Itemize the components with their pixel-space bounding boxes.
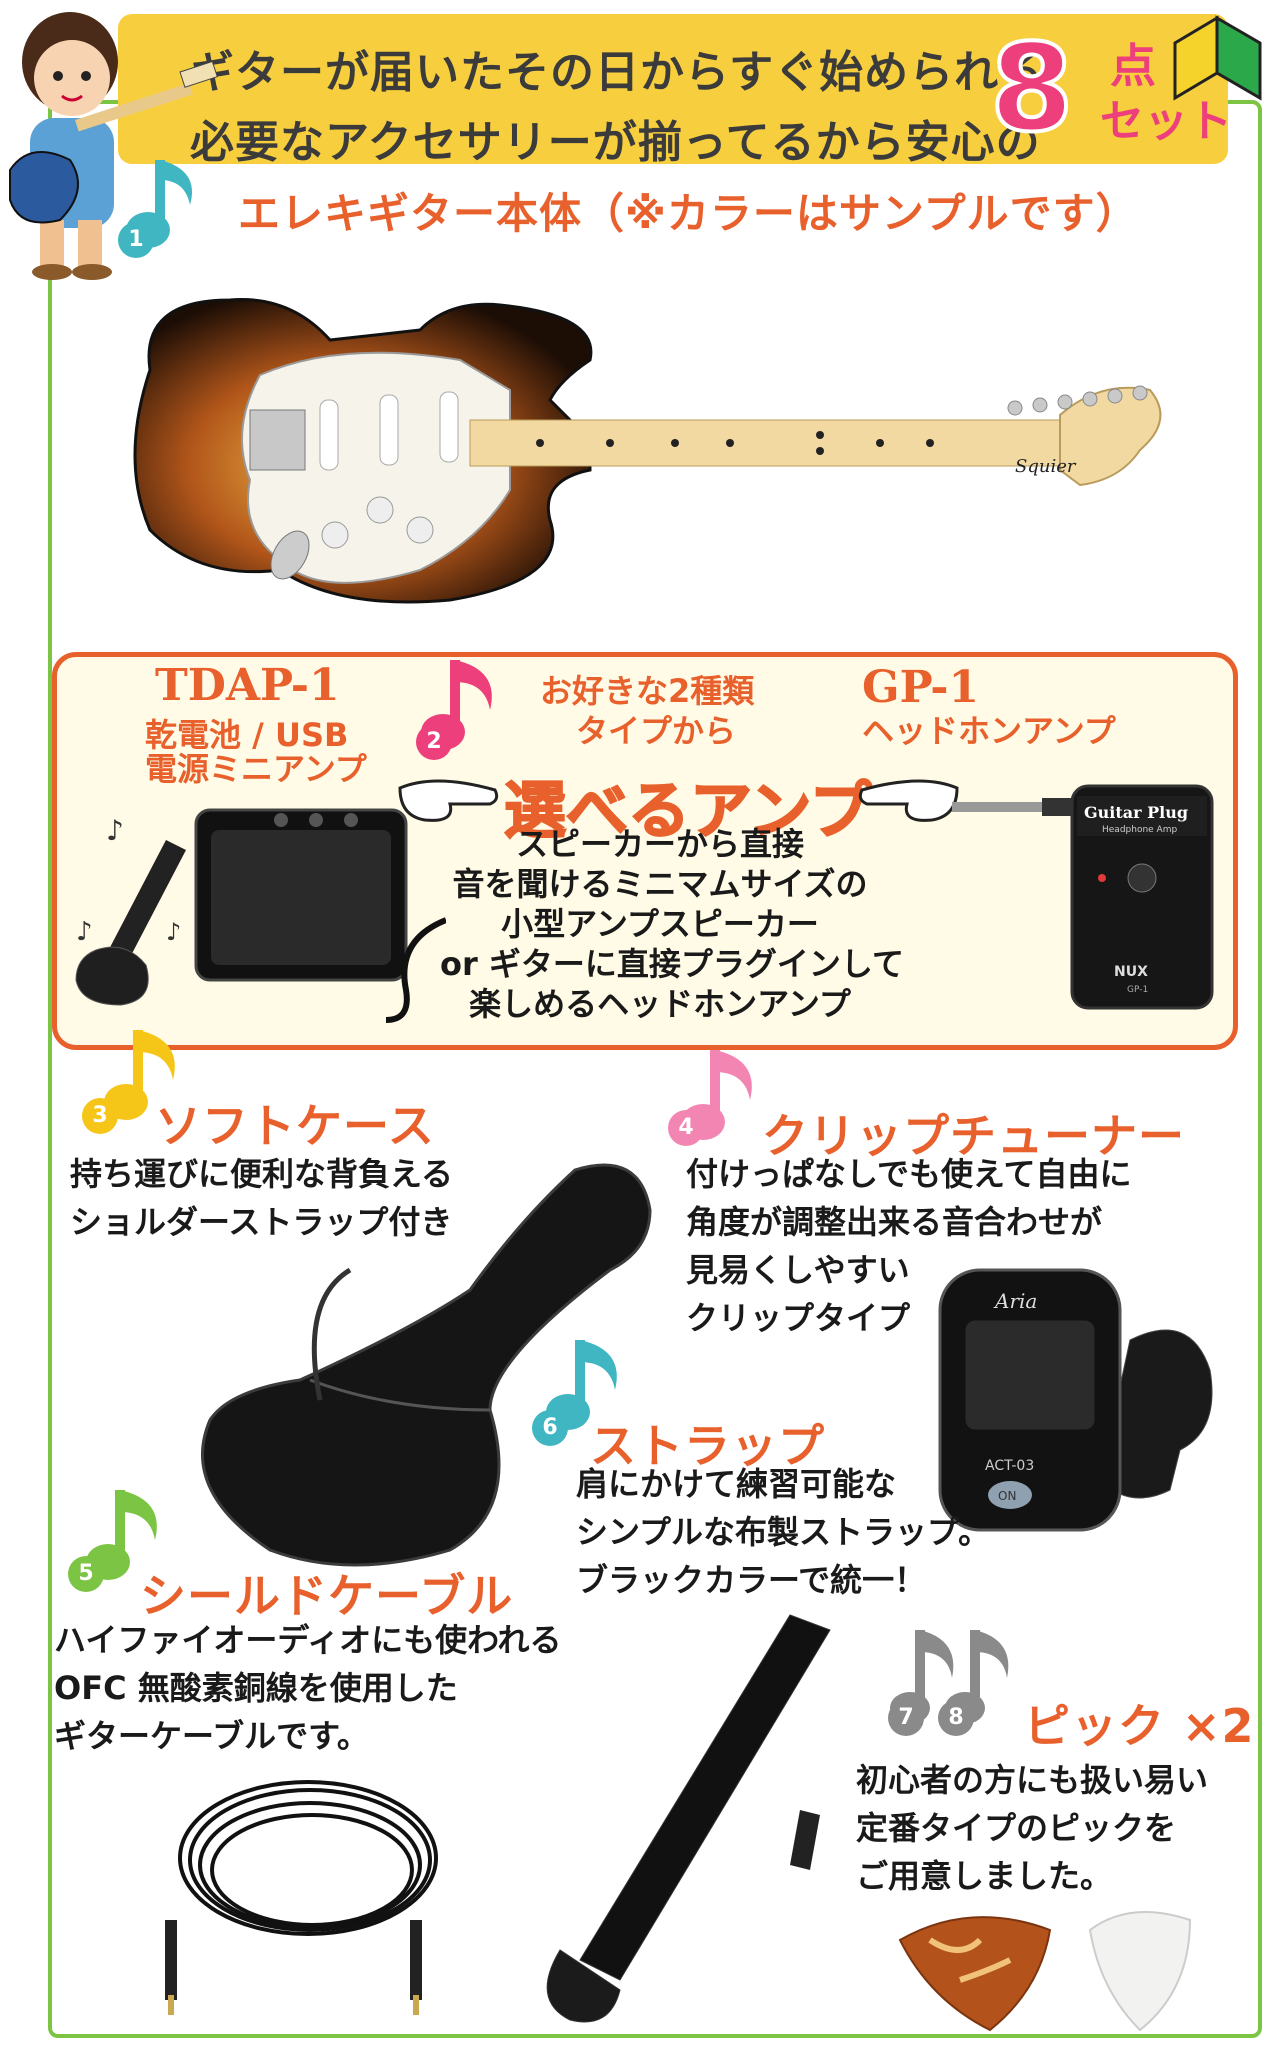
amp-desc-line-1: スピーカーから直接	[515, 825, 804, 863]
tuner-desc-line-2: 角度が調整出来る音合わせが	[686, 1203, 1103, 1241]
tuner-model-text: ACT-03	[985, 1458, 1034, 1474]
strap-desc-line-3: ブラックカラーで統一！	[576, 1561, 927, 1599]
tuner-desc-line-4: クリップタイプ	[686, 1299, 911, 1337]
gp1-brand-text: NUX	[1114, 964, 1148, 980]
picks-desc-line-2: 定番タイプのピックを	[856, 1809, 1177, 1847]
header-banner	[118, 14, 1228, 164]
svg-text:♪: ♪	[106, 814, 124, 847]
set-label: セット	[1100, 96, 1232, 147]
item-number-3: 3	[82, 1098, 118, 1134]
picks-desc-line-1: 初心者の方にも扱い易い	[856, 1761, 1209, 1799]
amp-choice-line-1: お好きな2種類	[540, 672, 755, 710]
amp-a-desc-2: 電源ミニアンプ	[145, 750, 367, 788]
guitar-cable-image	[165, 1780, 438, 2015]
amp-desc-line-2: 音を聞けるミニマムサイズの	[452, 865, 868, 903]
svg-text:♪: ♪	[76, 917, 93, 947]
cable-desc-line-3: ギターケーブルです。	[54, 1717, 369, 1755]
music-note-7-8-icon	[890, 1630, 1009, 1724]
tuner-desc-line-3: 見易くしやすい	[686, 1251, 910, 1289]
banner-text: ギターが届いたその日からすぐ始められる 必要なアクセサリーが揃ってるから安心の	[190, 38, 1044, 178]
strap-desc-line-2: シンプルな布製ストラップ。	[576, 1513, 991, 1551]
softcase-desc: 持ち運びに便利な背負える ショルダーストラップ付き	[70, 1150, 453, 1246]
pointing-hand-right-icon	[398, 779, 499, 822]
picks-image	[898, 1911, 1192, 2032]
svg-text:♪: ♪	[166, 918, 181, 946]
headphone-amp-image: Guitar Plug Headphone Amp NUX GP-1	[952, 784, 1214, 1010]
item-number-1: 1	[118, 222, 154, 258]
banner-line-2: 必要なアクセサリーが揃ってるから安心の	[190, 117, 1041, 168]
amp-desc-line-3: 小型アンプスピーカー	[501, 905, 819, 943]
amp-b-desc: ヘッドホンアンプ	[862, 712, 1116, 750]
boy-with-guitar-illustration	[9, 12, 218, 280]
softcase-desc-line-2: ショルダーストラップ付き	[70, 1203, 453, 1241]
electric-guitar-image: Squier	[133, 298, 1162, 604]
set-count: 8	[988, 20, 1075, 159]
strap-desc: 肩にかけて練習可能な シンプルな布製ストラップ。 ブラックカラーで統一！	[576, 1460, 990, 1604]
beginner-mark-icon	[1173, 15, 1262, 101]
amp-headline: 選べるアンプ	[503, 773, 873, 848]
amp-a-desc-1: 乾電池 / USB	[145, 716, 349, 754]
tuner-button-text: ON	[998, 1489, 1016, 1503]
strap-title: ストラップ	[590, 1419, 825, 1473]
item-number-8: 8	[938, 1700, 974, 1736]
tuner-brand-text: Aria	[993, 1289, 1037, 1313]
soft-case-image	[201, 1163, 652, 1567]
amp-desc-line-5: 楽しめるヘッドホンアンプ	[469, 985, 851, 1023]
amp-b-model: GP-1	[862, 662, 980, 713]
music-note-6-icon	[546, 1340, 617, 1430]
tuner-desc-line-1: 付けっぱなしでも使えて自由に	[686, 1155, 1132, 1193]
pointing-hand-left-icon	[858, 779, 959, 822]
tuner-title: クリップチューナー	[762, 1109, 1185, 1163]
softcase-desc-line-1: 持ち運びに便利な背負える	[70, 1155, 454, 1193]
cable-desc-line-2: OFC 無酸素銅線を使用した	[54, 1669, 458, 1707]
item-number-4: 4	[668, 1110, 704, 1146]
strap-desc-line-1: 肩にかけて練習可能な	[576, 1465, 897, 1503]
item-number-7: 7	[888, 1700, 924, 1736]
gp1-model-text: GP-1	[1127, 985, 1148, 995]
set-count-unit: 点	[1110, 39, 1156, 93]
cable-desc-line-1: ハイファイオーディオにも使われる	[54, 1621, 562, 1659]
guitar-strap-image	[546, 1614, 831, 2023]
headstock-logo-text: Squier	[1015, 456, 1077, 477]
item-number-5: 5	[68, 1556, 104, 1592]
softcase-title: ソフトケース	[155, 1099, 435, 1153]
banner-line-1: ギターが届いたその日からすぐ始められる	[190, 47, 1045, 98]
gp1-label-text: Guitar Plug	[1084, 803, 1188, 822]
picks-title: ピック ×2	[1024, 1699, 1255, 1753]
tuner-desc: 付けっぱなしでも使えて自由に 角度が調整出来る音合わせが 見易くしやすい クリッ…	[686, 1150, 1131, 1342]
picks-desc: 初心者の方にも扱い易い 定番タイプのピックを ご用意しました。	[856, 1756, 1208, 1900]
guitar-title: エレキギター本体（※カラーはサンプルです）	[238, 189, 1139, 238]
gp1-sublabel-text: Headphone Amp	[1102, 825, 1177, 835]
amp-desc-line-4: or ギターに直接プラグインして	[440, 945, 904, 983]
item-number-2: 2	[416, 724, 452, 760]
amp-a-model: TDAP-1	[155, 660, 340, 711]
amp-description: スピーカーから直接 音を聞けるミニマムサイズの 小型アンプスピーカー or ギタ…	[440, 824, 904, 1024]
mini-amp-image: ♪ ♪ ♪	[75, 808, 446, 1023]
cable-title: シールドケーブル	[140, 1569, 514, 1623]
item-number-6: 6	[532, 1410, 568, 1446]
amp-choice-line-2: タイプから	[576, 712, 737, 750]
cable-desc: ハイファイオーディオにも使われる OFC 無酸素銅線を使用した ギターケーブルで…	[54, 1616, 562, 1760]
clip-tuner-image: Aria ACT-03 ON	[938, 1268, 1213, 1532]
picks-desc-line-3: ご用意しました。	[856, 1857, 1113, 1895]
